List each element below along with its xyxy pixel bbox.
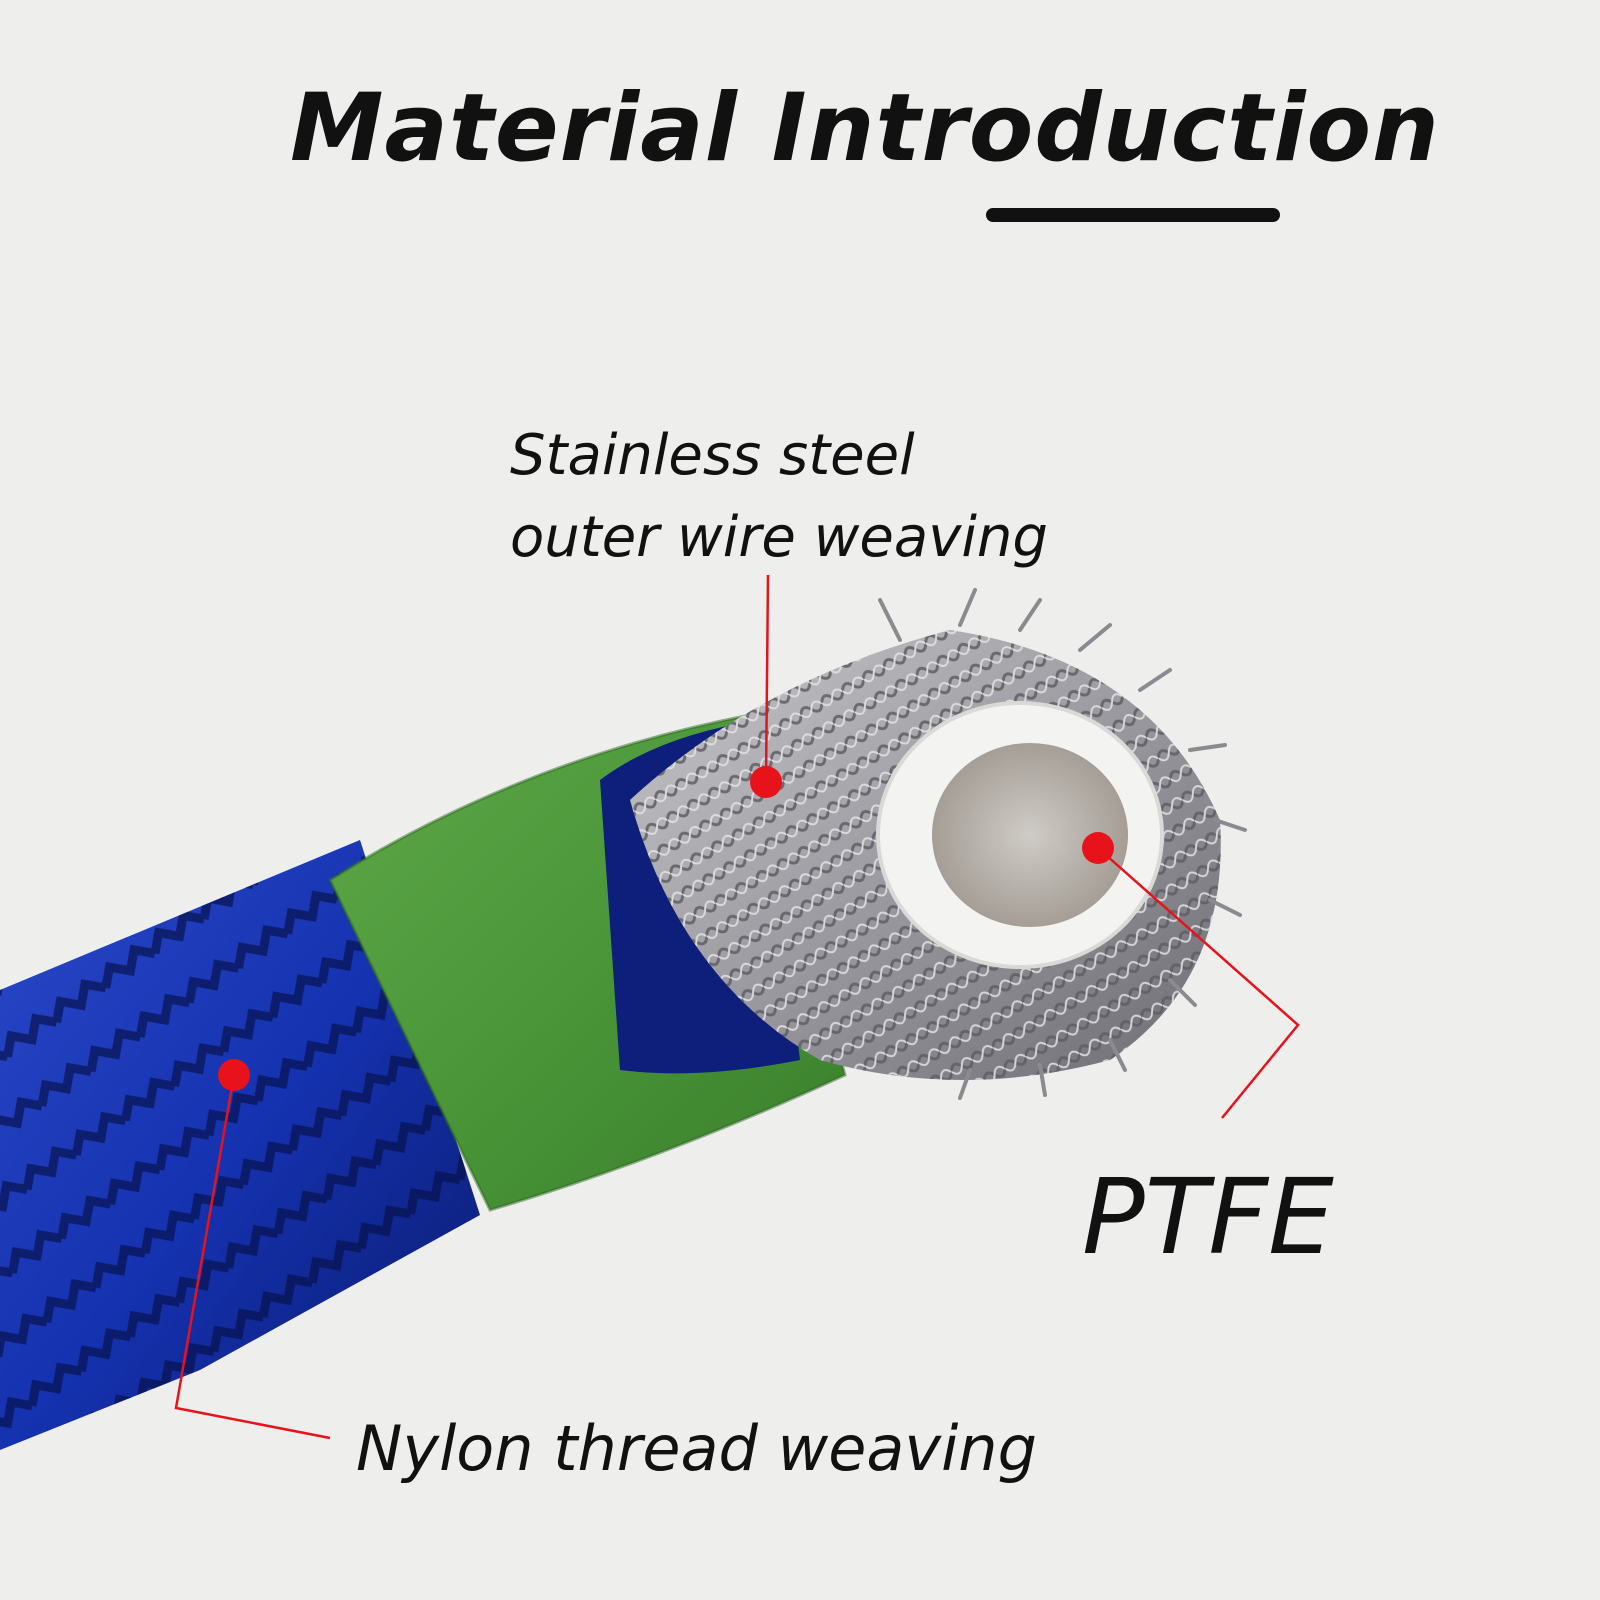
callout-label-ptfe: PTFE	[1082, 1156, 1334, 1278]
callout-line-nylon	[174, 1074, 331, 1440]
ptfe-tube	[876, 701, 1164, 969]
callout-label-stainless-steel: Stainless steel outer wire weaving	[510, 415, 1048, 579]
callout-dot-steel	[750, 766, 782, 798]
callout-dot-ptfe	[1082, 832, 1114, 864]
nylon-braid-section	[0, 840, 480, 1450]
page-title: Material Introduction	[290, 74, 1440, 183]
title-underline	[986, 208, 1280, 222]
callout-dots	[218, 766, 1114, 1091]
callout-label-nylon: Nylon thread weaving	[356, 1412, 1037, 1485]
callout-label-line2: outer wire weaving	[510, 505, 1048, 570]
callout-dot-nylon	[218, 1059, 250, 1091]
callout-line-steel	[764, 574, 770, 783]
callout-label-line1: Stainless steel	[510, 423, 915, 488]
callout-lines	[174, 574, 1300, 1440]
callout-line-ptfe	[1097, 847, 1300, 1119]
